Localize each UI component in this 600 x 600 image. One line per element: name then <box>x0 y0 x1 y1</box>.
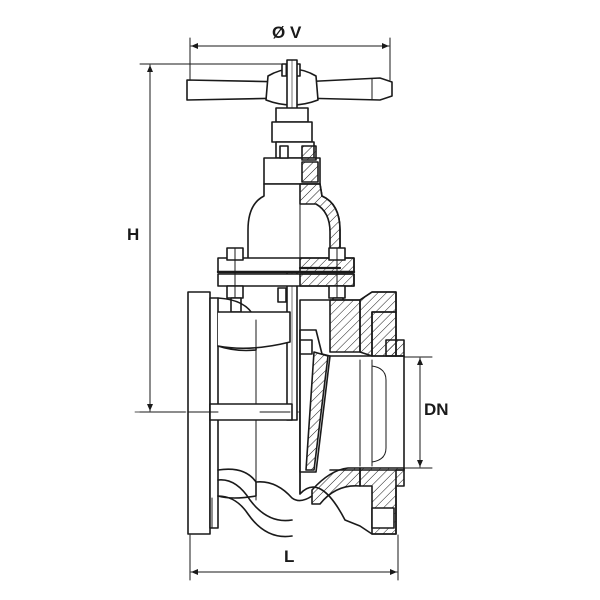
nominal-diameter-label: DN <box>424 400 449 419</box>
dimension-l <box>189 534 399 581</box>
dimension-dn <box>399 356 433 469</box>
height-label: H <box>127 225 140 244</box>
gland-assembly <box>263 107 321 185</box>
handwheel-diameter-label: Ø V <box>272 23 302 42</box>
dimension-v <box>189 37 391 81</box>
length-label: L <box>284 547 295 566</box>
bonnet-flange <box>216 257 356 287</box>
body-base <box>255 481 313 502</box>
bonnet <box>247 183 341 261</box>
valve-body-right-section <box>299 291 405 535</box>
valve-body-left <box>187 291 293 538</box>
